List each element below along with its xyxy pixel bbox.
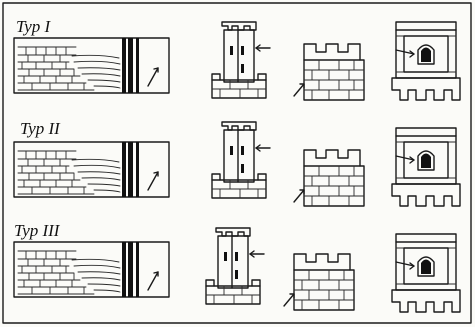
type-label-3: Typ III: [12, 222, 61, 239]
crenellated-wall-row-3: [284, 254, 354, 310]
wall-detail-row-1: [14, 38, 169, 93]
gate-house-row-1: [392, 22, 460, 100]
gate-house-row-2: [392, 128, 460, 206]
wall-detail-row-2: [14, 142, 169, 197]
tower-row-3: [206, 228, 264, 304]
tower-row-2: [212, 122, 270, 198]
tower-row-1: [212, 22, 270, 98]
type-label-2: Typ II: [18, 120, 62, 137]
wall-detail-row-3: [14, 242, 169, 297]
type-label-1: Typ I: [14, 18, 52, 35]
crenellated-wall-row-2: [294, 150, 364, 206]
gate-house-row-3: [392, 234, 460, 312]
crenellated-wall-row-1: [294, 44, 364, 100]
